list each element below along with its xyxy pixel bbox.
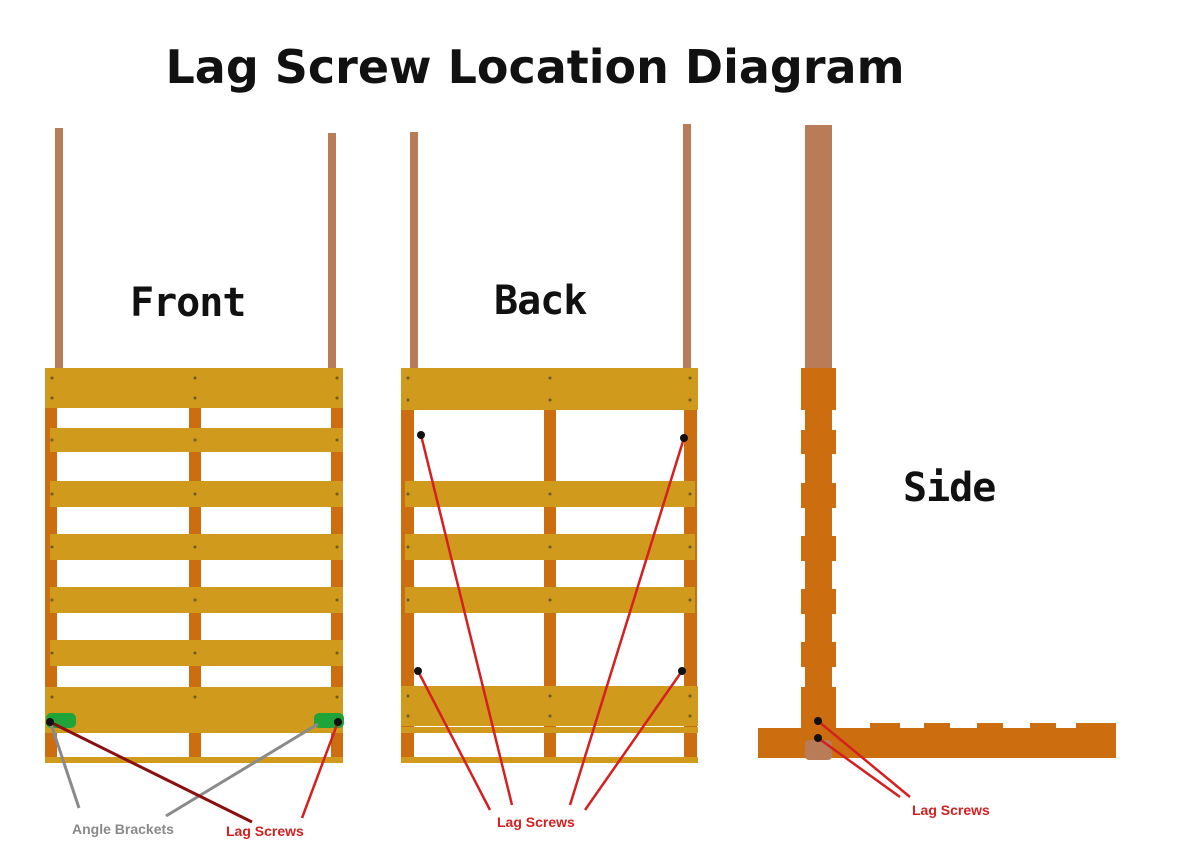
side-vertical-slats [801,368,836,728]
front-lag-screw [334,718,342,726]
front-left-post [55,128,63,368]
back-lag-screw [414,667,422,675]
back-right-stringer [684,368,697,763]
front-slat [45,687,343,727]
back-screw-leader [416,670,492,811]
side-horizontal-slats [870,723,1116,729]
back-right-post [683,124,691,368]
front-right-post [328,133,336,368]
front-lag-screws-label: Lag Screws [226,823,304,839]
back-slat [401,686,698,726]
front-screw-leader-right [300,721,340,819]
back-slat [401,368,698,410]
angle-brackets-label: Angle Brackets [72,821,174,837]
back-lag-screw [678,667,686,675]
back-screw-leader [568,437,686,806]
front-view-label: Front [130,280,246,326]
side-view-label: Side [903,465,996,511]
diagram-title: Lag Screw Location Diagram [165,40,905,94]
back-screw-leader [583,670,684,811]
side-post-foot [805,740,832,760]
back-lag-screws-label: Lag Screws [497,814,575,830]
back-left-stringer [401,368,414,763]
back-view [401,124,698,811]
front-screw-leader-left [49,720,253,824]
side-lag-screw [814,717,822,725]
side-screw-leader [817,720,911,798]
side-lag-screws-label: Lag Screws [912,802,990,818]
front-view [45,128,344,824]
back-slat-nails [406,376,692,718]
back-bottom-board [401,757,698,763]
back-lag-screw [417,431,425,439]
front-bracket-leader-left [49,723,81,809]
front-slat-nails [50,376,339,699]
front-lag-screw [46,718,54,726]
front-bracket-leader-right [165,722,319,818]
back-center-stringer [544,368,556,763]
back-bottom-board [401,727,698,733]
side-screw-leader [817,736,901,799]
back-lag-screw [680,434,688,442]
back-view-label: Back [494,278,587,324]
side-view [758,125,1116,799]
side-post [805,125,832,370]
back-left-post [410,132,418,368]
front-bottom-board [45,727,343,733]
back-screw-leader [419,434,514,806]
front-bottom-board [45,757,343,763]
front-slat [45,368,343,408]
side-lag-screw [814,734,822,742]
